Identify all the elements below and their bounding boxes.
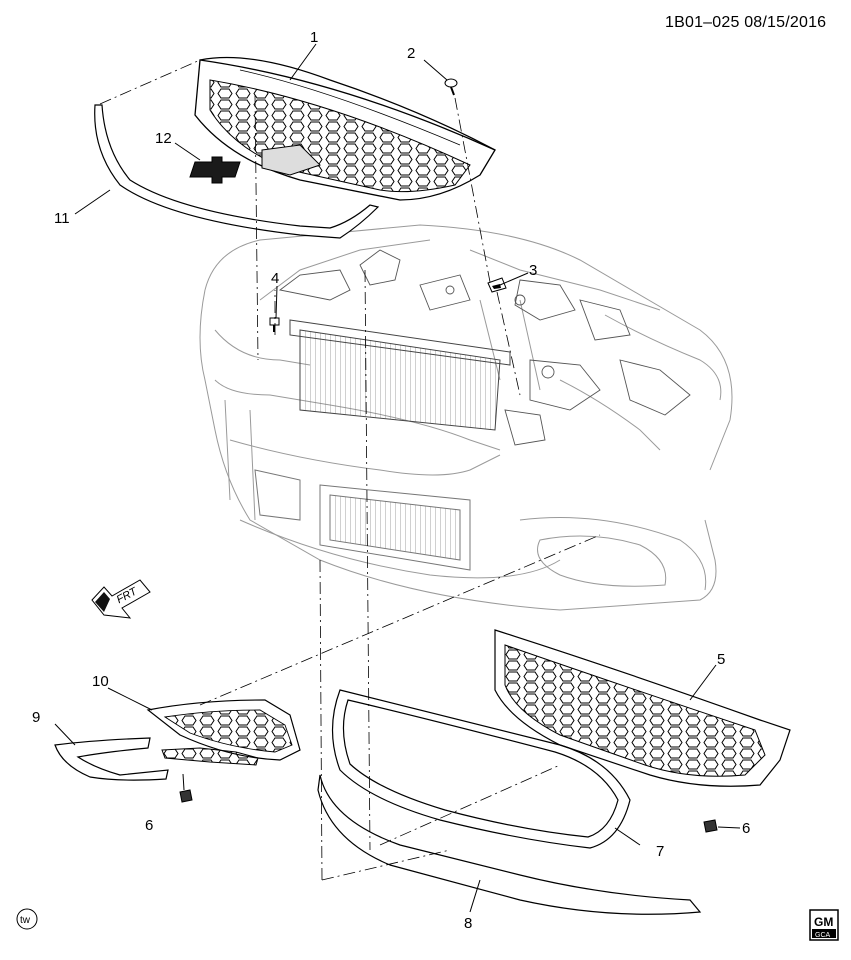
callout-8: 8	[464, 915, 472, 932]
callout-5: 5	[717, 651, 725, 668]
part-9-fog-lamp-bezel	[54, 737, 169, 781]
callout-6-left: 6	[145, 817, 153, 834]
part-1-upper-grille	[194, 56, 496, 201]
callout-2: 2	[407, 45, 415, 62]
callout-9: 9	[32, 709, 40, 726]
callout-12: 12	[155, 130, 172, 147]
part-11-grille-molding	[94, 104, 380, 239]
vehicle-front-body	[199, 224, 733, 611]
leader-lines	[54, 43, 741, 913]
part-12-bowtie-emblem	[189, 156, 241, 184]
callout-4: 4	[271, 270, 279, 287]
document-id: 1B01–025 08/15/2016	[665, 14, 827, 31]
callout-10: 10	[92, 673, 109, 690]
part-7-lower-grille-frame	[331, 689, 631, 849]
radiator-core	[289, 319, 511, 431]
part-6-push-nut-right	[703, 819, 718, 833]
callout-11: 11	[54, 210, 70, 227]
gca-logo-text: GCA	[815, 932, 831, 939]
callout-6-right: 6	[742, 820, 750, 837]
engine-bay-details	[278, 249, 691, 446]
part-10-fog-lamp-grille	[146, 699, 301, 766]
part-4-fastener	[269, 317, 280, 332]
part-6-push-nut-left	[179, 789, 193, 803]
front-direction-arrow-icon: FRT	[91, 579, 151, 619]
tw-text: tw	[20, 915, 31, 926]
part-3-clip	[487, 277, 507, 293]
part-2-screw	[444, 78, 458, 96]
lower-bumper-openings	[254, 469, 471, 571]
tw-mark-icon: tw	[16, 908, 38, 930]
gm-logo-icon: GM GCA	[809, 909, 839, 941]
callout-1: 1	[310, 29, 318, 46]
gm-logo-text: GM	[814, 915, 833, 929]
alignment-lines	[99, 59, 601, 881]
part-5-lower-grille	[494, 629, 791, 787]
callout-labels: 1 2 3 4 5 6 6 7 8 9 10 11 12	[32, 29, 750, 932]
callout-7: 7	[656, 843, 664, 860]
part-8-lower-molding	[317, 774, 702, 915]
callout-3: 3	[529, 262, 537, 279]
